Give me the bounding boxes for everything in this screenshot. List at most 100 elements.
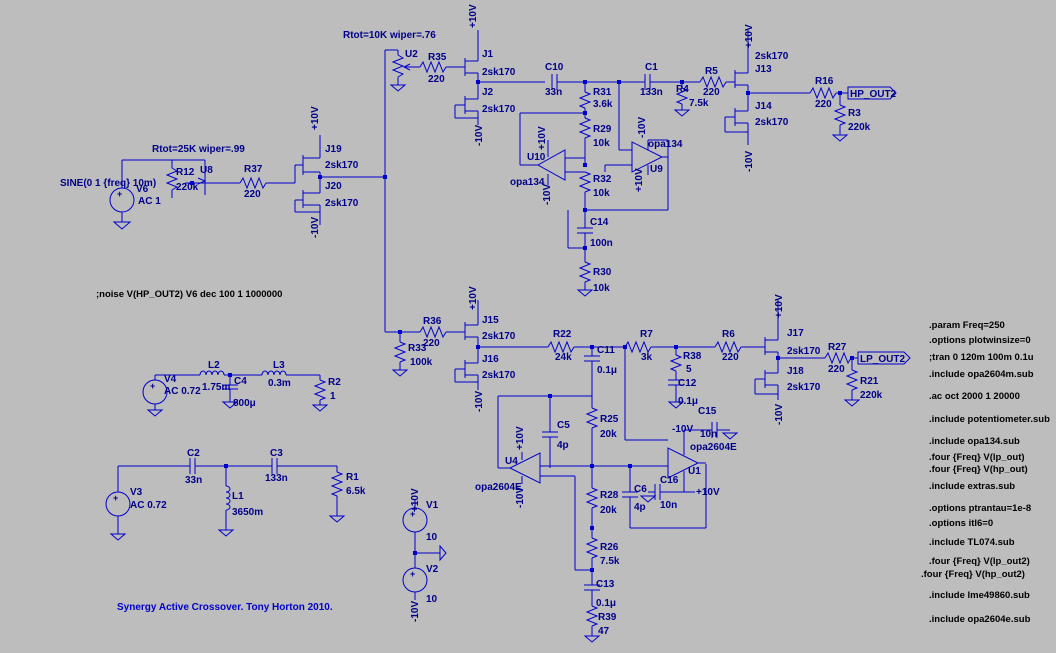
r28-resistor[interactable] xyxy=(585,487,599,509)
v6-source[interactable]: + xyxy=(109,160,135,230)
directive: .include TL074.sub xyxy=(929,537,1015,548)
r1-value: 6.5k xyxy=(346,486,366,497)
r16-resistor[interactable] xyxy=(809,86,837,100)
r3-resistor[interactable] xyxy=(831,93,849,142)
c16-capacitor[interactable] xyxy=(639,484,684,503)
r35-resistor[interactable] xyxy=(419,60,447,74)
r38-resistor[interactable] xyxy=(669,347,683,380)
r27-resistor[interactable] xyxy=(824,351,852,365)
r12-resistor[interactable] xyxy=(165,160,179,198)
u10-opamp[interactable] xyxy=(528,140,585,185)
u10-type: opa134 xyxy=(510,177,545,188)
r33-resistor[interactable] xyxy=(391,332,409,377)
r12-label: R12 xyxy=(176,167,195,178)
j19-type: 2sk170 xyxy=(325,160,359,171)
c4-capacitor[interactable] xyxy=(221,375,239,409)
r22-resistor[interactable] xyxy=(547,340,575,354)
r29-resistor[interactable] xyxy=(578,117,592,139)
c3-capacitor[interactable] xyxy=(271,458,278,474)
r2-resistor[interactable] xyxy=(311,375,329,412)
u1-opamp[interactable] xyxy=(667,430,706,493)
j17-label: J17 xyxy=(787,328,804,339)
v6-source-label: SINE(0 1 {freq} 10m) xyxy=(60,178,156,189)
r37-value: 220 xyxy=(244,189,261,200)
v3-source[interactable]: + xyxy=(105,466,131,541)
j16-jfet[interactable] xyxy=(454,347,479,390)
r16-value: 220 xyxy=(815,99,832,110)
v2-source[interactable]: + xyxy=(402,567,428,600)
r21-resistor[interactable] xyxy=(843,358,861,407)
j14-jfet[interactable] xyxy=(724,93,749,145)
r2-value: 1 xyxy=(330,391,336,402)
directive: .include lme49860.sub xyxy=(929,590,1030,601)
j13-jfet[interactable] xyxy=(734,30,749,93)
j20-type: 2sk170 xyxy=(325,198,359,209)
r12-value: 220k xyxy=(176,182,199,193)
c14-capacitor[interactable] xyxy=(577,227,593,234)
r6-resistor[interactable] xyxy=(714,340,742,354)
v1-source[interactable]: + xyxy=(402,500,428,568)
r1-resistor[interactable] xyxy=(328,466,346,523)
r26-resistor[interactable] xyxy=(585,537,599,559)
directive: .param Freq=250 xyxy=(929,320,1005,331)
v4-ac: AC 0.72 xyxy=(164,386,201,397)
v4-source[interactable]: + xyxy=(142,375,168,417)
c4-label: C4 xyxy=(234,376,247,387)
r32-label: R32 xyxy=(593,174,612,185)
p10-j1: +10V xyxy=(468,4,479,28)
r30-value: 10k xyxy=(593,283,610,294)
l2-inductor[interactable] xyxy=(199,370,225,376)
r32-resistor[interactable] xyxy=(578,171,592,193)
c11-value: 0.1μ xyxy=(597,365,617,376)
r37-resistor[interactable] xyxy=(239,176,267,190)
r27-value: 220 xyxy=(828,364,845,375)
l3-inductor[interactable] xyxy=(261,370,287,376)
j2-jfet[interactable] xyxy=(454,82,479,125)
u8-potentiometer[interactable] xyxy=(185,160,207,195)
c6-capacitor[interactable] xyxy=(622,464,707,529)
u4-opamp[interactable] xyxy=(508,452,592,571)
r31-resistor[interactable] xyxy=(578,91,592,109)
c11-capacitor[interactable] xyxy=(584,347,600,408)
c2-capacitor[interactable] xyxy=(189,458,196,474)
j1-jfet[interactable] xyxy=(464,30,479,82)
r4-resistor[interactable] xyxy=(673,82,691,117)
j15-type: 2sk170 xyxy=(482,331,516,342)
r39-label: R39 xyxy=(598,612,617,623)
p10-u10: +10V xyxy=(537,126,548,150)
l1-inductor[interactable] xyxy=(217,466,235,537)
c12-capacitor[interactable] xyxy=(667,379,685,409)
hp-out2-port[interactable] xyxy=(847,86,897,100)
j17-jfet[interactable] xyxy=(764,300,779,358)
r25-resistor[interactable] xyxy=(585,407,599,429)
c13-capacitor[interactable] xyxy=(584,584,600,606)
r36-resistor[interactable] xyxy=(419,325,447,339)
j18-jfet[interactable] xyxy=(754,358,779,400)
c1-label: C1 xyxy=(645,62,658,73)
u2-potentiometer[interactable] xyxy=(389,50,420,92)
j19-jfet[interactable] xyxy=(302,135,321,177)
r5-resistor[interactable] xyxy=(699,75,727,89)
j13-label: J13 xyxy=(755,64,772,75)
r30-resistor[interactable] xyxy=(576,261,594,297)
r5-value: 220 xyxy=(703,87,720,98)
c15-capacitor[interactable] xyxy=(684,422,739,440)
n10-u9: -10V xyxy=(637,117,648,138)
r39-resistor[interactable] xyxy=(583,605,601,643)
j2-label: J2 xyxy=(482,87,494,98)
l2-label: L2 xyxy=(208,360,220,371)
v6-label: V6 xyxy=(136,184,149,195)
u9-opamp[interactable] xyxy=(604,140,668,175)
j14-label: J14 xyxy=(755,101,772,112)
svg-text:+: + xyxy=(410,509,415,519)
c5-capacitor[interactable] xyxy=(542,396,558,468)
r7-resistor[interactable] xyxy=(624,340,652,354)
lp-out2-port[interactable] xyxy=(857,351,911,365)
u4-type: opa2604E xyxy=(475,482,522,493)
c13-value: 0.1μ xyxy=(596,598,616,609)
j20-jfet[interactable] xyxy=(294,175,385,225)
c12-label: C12 xyxy=(678,378,697,389)
r1-label: R1 xyxy=(346,472,359,483)
p10-u1: +10V xyxy=(696,487,720,498)
